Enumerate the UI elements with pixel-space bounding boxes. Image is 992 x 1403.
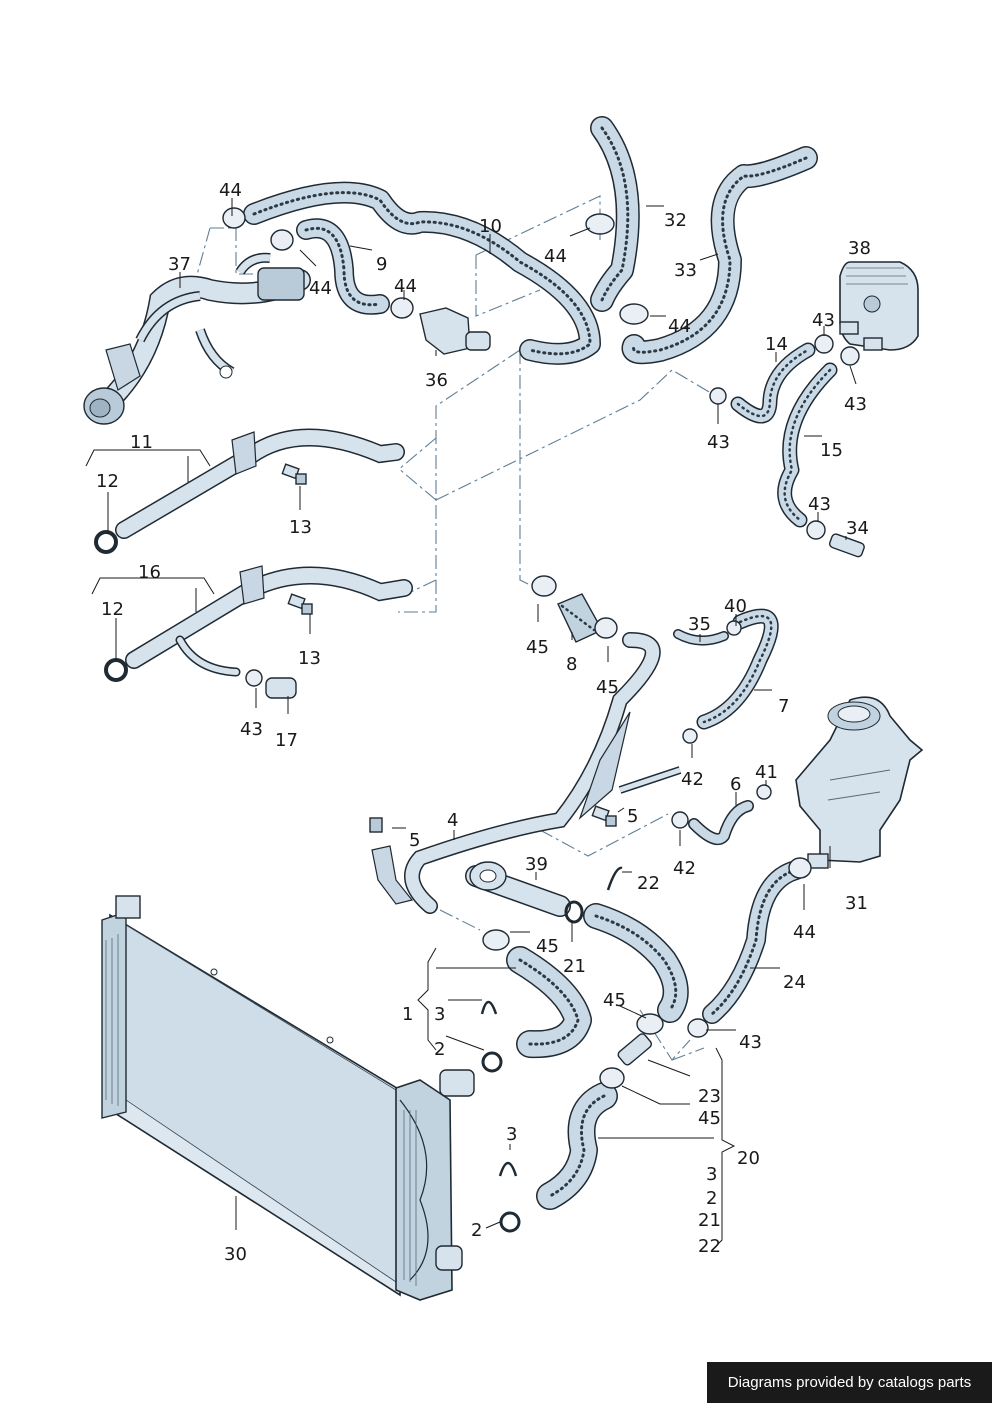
callout-30: 30: [224, 1244, 247, 1265]
callout-20: 20: [737, 1148, 760, 1169]
callout-23: 23: [698, 1086, 721, 1107]
callout-38: 38: [848, 238, 871, 259]
hose-6: [688, 800, 754, 845]
callout-4: 4: [447, 810, 458, 831]
callout-12: 12: [96, 471, 119, 492]
hose-24: [702, 860, 806, 1024]
callout-17: 17: [275, 730, 298, 751]
callout-44: 44: [394, 276, 417, 297]
hose-14: [730, 342, 816, 424]
callout-1: 1: [402, 1004, 413, 1025]
callout-10: 10: [479, 216, 502, 237]
callout-3: 3: [706, 1164, 717, 1185]
hose-32: [590, 116, 640, 312]
valve-36: [419, 307, 491, 355]
callout-45: 45: [526, 637, 549, 658]
hose-33: [621, 146, 818, 365]
callout-45: 45: [596, 677, 619, 698]
pipe-11: [115, 428, 405, 539]
callout-14: 14: [765, 334, 788, 355]
pipe-39: [465, 861, 571, 917]
callout-43: 43: [707, 432, 730, 453]
pipe-37: [83, 252, 311, 425]
callout-11: 11: [130, 432, 153, 453]
callout-45: 45: [536, 936, 559, 957]
hose-1: [506, 946, 592, 1059]
callout-13: 13: [289, 517, 312, 538]
callout-2: 2: [706, 1188, 717, 1209]
hose-7: [696, 608, 779, 730]
hose-upper-right: [583, 903, 689, 1023]
expansion-tank-31: [795, 696, 924, 869]
callout-5: 5: [409, 830, 420, 851]
callout-labels: 44 44 9 44 10 44 32 33 44 37 36 38 43 14…: [96, 180, 871, 1265]
callout-34: 34: [846, 518, 869, 539]
callout-42: 42: [681, 769, 704, 790]
hose-20: [536, 1082, 618, 1210]
callout-2: 2: [434, 1039, 445, 1060]
callout-9: 9: [376, 254, 387, 275]
callout-43: 43: [812, 310, 835, 331]
cap-17: [265, 677, 297, 699]
callout-39: 39: [525, 854, 548, 875]
callout-3: 3: [506, 1124, 517, 1145]
callout-35: 35: [688, 614, 711, 635]
callout-21: 21: [563, 956, 586, 977]
callout-41: 41: [755, 762, 778, 783]
hose-8: [557, 593, 603, 643]
callout-44: 44: [309, 278, 332, 299]
hose-9: [296, 218, 390, 315]
credit-banner: Diagrams provided by catalogs parts: [707, 1362, 992, 1403]
callout-43: 43: [808, 494, 831, 515]
pipe-4: [371, 632, 682, 914]
callout-43: 43: [240, 719, 263, 740]
callout-44: 44: [668, 316, 691, 337]
connector-34: [828, 533, 865, 558]
callout-13: 13: [298, 648, 321, 669]
callout-31: 31: [845, 893, 868, 914]
callout-22: 22: [698, 1236, 721, 1257]
hose-top-main: [243, 181, 601, 365]
callout-44: 44: [793, 922, 816, 943]
callout-44: 44: [544, 246, 567, 267]
callout-2: 2: [471, 1220, 482, 1241]
callout-15: 15: [820, 440, 843, 461]
callout-42: 42: [673, 858, 696, 879]
callout-37: 37: [168, 254, 191, 275]
callout-6: 6: [730, 774, 741, 795]
callout-43: 43: [739, 1032, 762, 1053]
callout-22: 22: [637, 873, 660, 894]
pipe-16: [125, 565, 413, 677]
callout-33: 33: [674, 260, 697, 281]
callout-7: 7: [778, 696, 789, 717]
callout-3: 3: [434, 1004, 445, 1025]
leader-lines: [85, 198, 857, 1251]
oil-cooler-38: [839, 261, 919, 351]
callout-12: 12: [101, 599, 124, 620]
callout-44: 44: [219, 180, 242, 201]
callout-32: 32: [664, 210, 687, 231]
radiator: [101, 895, 475, 1301]
callout-16: 16: [138, 562, 161, 583]
callout-24: 24: [783, 972, 806, 993]
hose-15: [777, 362, 838, 528]
callout-45: 45: [603, 990, 626, 1011]
callout-36: 36: [425, 370, 448, 391]
callout-5: 5: [627, 806, 638, 827]
callout-8: 8: [566, 654, 577, 675]
callout-40: 40: [724, 596, 747, 617]
callout-45: 45: [698, 1108, 721, 1129]
callout-21: 21: [698, 1210, 721, 1231]
callout-43: 43: [844, 394, 867, 415]
bolts: [281, 463, 617, 833]
connector-23: [617, 1033, 652, 1066]
